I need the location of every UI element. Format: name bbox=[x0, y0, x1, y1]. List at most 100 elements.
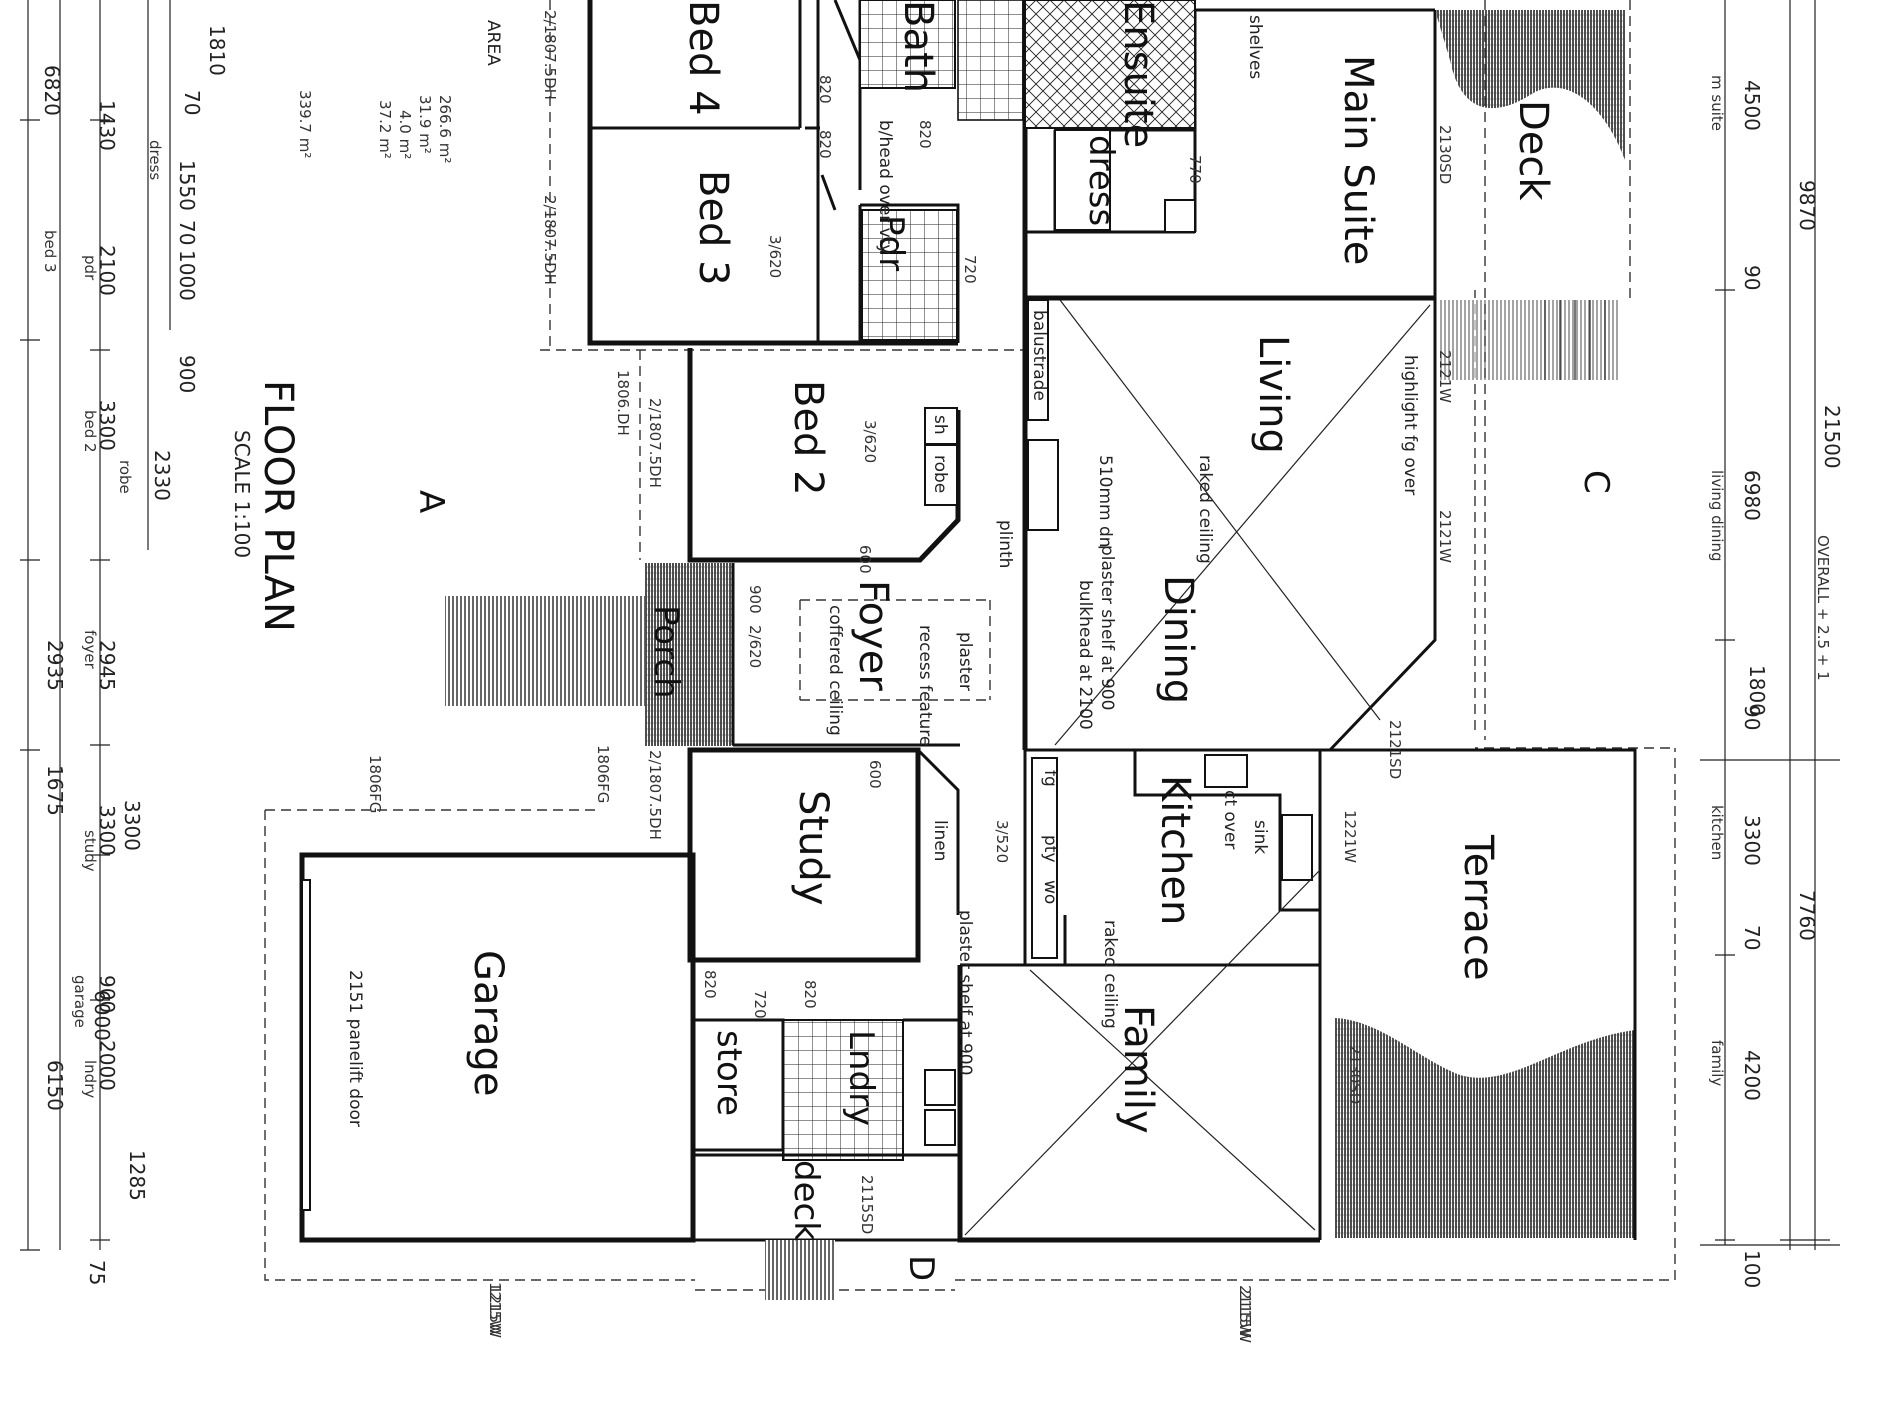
door-tag: 770 bbox=[1186, 155, 1204, 184]
area-value-3: 37.2 m² bbox=[376, 100, 394, 159]
room-terrace: Terrace bbox=[1455, 834, 1501, 981]
dim-right-label: OVERALL + 2.5 + 1 bbox=[1814, 535, 1832, 681]
dim-left: 2330 bbox=[150, 450, 174, 501]
dim-right: 1800 bbox=[1745, 665, 1769, 716]
note-highlight: highlight fg over bbox=[1400, 355, 1420, 495]
door-tag: 720 bbox=[751, 990, 769, 1019]
dim-left-label: foyer bbox=[81, 630, 99, 670]
right-dimension-values: 4500 9870 90 21500 6980 1800 90 7760 330… bbox=[1708, 75, 1844, 1288]
dim-left-label: garage bbox=[71, 975, 89, 1028]
note-sink: sink bbox=[1250, 820, 1270, 854]
door-tag: 900 bbox=[746, 585, 764, 614]
note-wo: wo bbox=[1040, 880, 1060, 904]
note-plaster-shelf-900: plaster shelf at 900 bbox=[955, 910, 975, 1075]
door-tag: 3/620 bbox=[861, 420, 879, 463]
porch-left-hatch bbox=[445, 596, 645, 706]
dim-right: 21500 bbox=[1820, 405, 1844, 469]
room-porch: Porch bbox=[646, 605, 686, 699]
room-kitchen: Kitchen bbox=[1152, 775, 1198, 925]
bottom-window-tag: 2115W bbox=[1236, 1290, 1254, 1343]
floor-plan-title: FLOOR PLAN bbox=[255, 380, 301, 632]
window-tag: 2130SD bbox=[1346, 1045, 1364, 1104]
window-tag: 1215W bbox=[486, 1282, 504, 1335]
dim-left-label: dress bbox=[146, 140, 164, 180]
door-tag: 820 bbox=[816, 75, 834, 104]
main-suite-walls bbox=[1022, 0, 1620, 380]
window-tags: 2/1807.5DH 2/1807.5DH 1806.DH 2/1807.5DH… bbox=[366, 10, 1454, 1338]
terrace-walls bbox=[1318, 748, 1637, 1240]
bedroom-wing-walls bbox=[587, 0, 1027, 346]
dim-right: 9870 bbox=[1795, 180, 1819, 231]
room-bed3: Bed 3 bbox=[690, 170, 736, 286]
window-tag: 2121SD bbox=[1386, 720, 1404, 779]
room-deck-top: Deck bbox=[1510, 100, 1556, 201]
door-tag: 820 bbox=[701, 970, 719, 999]
area-value-1: 31.9 m² bbox=[416, 95, 434, 154]
window-tag: 1806FG bbox=[366, 755, 384, 813]
dim-right-label: m suite bbox=[1708, 75, 1726, 131]
dim-left-label: study bbox=[81, 830, 99, 872]
dim-left: 2000 bbox=[95, 1040, 119, 1091]
note-plaster: plaster bbox=[955, 632, 975, 691]
dim-left-label: robe bbox=[116, 460, 134, 494]
bottom-window-tag: 1215W bbox=[486, 1285, 504, 1338]
door-tag: 820 bbox=[816, 130, 834, 159]
window-tag: 1221W bbox=[1341, 810, 1359, 863]
room-bath: Bath bbox=[895, 0, 941, 93]
room-deck-bottom: deck bbox=[786, 1160, 826, 1241]
dim-left: 1000 bbox=[175, 250, 199, 301]
room-study: Study bbox=[790, 790, 836, 906]
room-garage: Garage bbox=[465, 950, 511, 1096]
dim-left: 900 bbox=[95, 975, 119, 1013]
zone-a: A bbox=[411, 490, 451, 513]
annotation-notes: balustrade raked ceiling highlight fg ov… bbox=[345, 15, 1420, 1127]
area-value-0: 266.6 m² bbox=[436, 95, 454, 163]
room-living: Living bbox=[1250, 335, 1296, 454]
dim-right-label: family bbox=[1708, 1040, 1726, 1086]
dim-left: 70 bbox=[175, 220, 199, 245]
right-dimension-strings bbox=[1700, 0, 1840, 1250]
dim-left: 2945 bbox=[95, 640, 119, 691]
deck-top-hatch bbox=[1435, 10, 1625, 160]
bottom-tags: 1215W 2115W bbox=[486, 1285, 1254, 1343]
room-lndry: Lndry bbox=[841, 1030, 881, 1126]
window-tag: 2/1807.5DH bbox=[541, 10, 559, 100]
left-dimension-strings bbox=[20, 0, 171, 1251]
dim-left: 6820 bbox=[40, 65, 64, 116]
door-tag: 720 bbox=[961, 255, 979, 284]
window-tag: 2115SD bbox=[858, 1175, 876, 1234]
window-tag: 1806FG bbox=[594, 745, 612, 803]
door-tag: 820 bbox=[916, 120, 934, 149]
area-value-2: 4.0 m² bbox=[396, 110, 414, 159]
window-tag: 2/1807.5DH bbox=[646, 750, 664, 840]
note-fg: fg bbox=[1040, 770, 1060, 787]
dim-left: 1285 bbox=[125, 1150, 149, 1201]
room-ensuite: Ensuite bbox=[1115, 0, 1161, 148]
note-shelves: shelves bbox=[1245, 15, 1265, 79]
note-bulkhead: bulkhead at 2100 bbox=[1075, 580, 1095, 730]
note-bhead-vty: b/head over vty bbox=[875, 120, 895, 254]
window-tag: 1806.DH bbox=[614, 370, 632, 436]
bed2-walls bbox=[687, 348, 961, 563]
room-dress: dress bbox=[1081, 135, 1121, 226]
door-tag: 3/520 bbox=[993, 820, 1011, 863]
foyer-walls bbox=[731, 563, 991, 747]
note-dn-living: 510mm dn bbox=[1095, 455, 1115, 548]
dim-left: 1675 bbox=[43, 765, 67, 816]
dim-right: 90 bbox=[1740, 265, 1764, 290]
window-tag: 2/1807.5DH bbox=[541, 195, 559, 285]
dim-left: 6000 bbox=[90, 990, 114, 1041]
room-family: Family bbox=[1115, 1005, 1161, 1134]
service-walls bbox=[693, 869, 1321, 1300]
zone-d: D bbox=[901, 1255, 941, 1281]
dim-right: 3300 bbox=[1740, 815, 1764, 866]
note-raked-ceiling-family: raked ceiling bbox=[1100, 920, 1120, 1029]
door-tag: 3/620 bbox=[766, 235, 784, 278]
dim-left: 2100 bbox=[95, 245, 119, 296]
title-block: FLOOR PLAN SCALE 1:100 AREA 266.6 m² 31.… bbox=[230, 20, 503, 632]
terrace-hatch bbox=[1335, 1018, 1635, 1238]
dim-left: 3300 bbox=[95, 805, 119, 856]
room-dining: Dining bbox=[1155, 575, 1201, 704]
zone-c: C bbox=[1576, 470, 1616, 494]
